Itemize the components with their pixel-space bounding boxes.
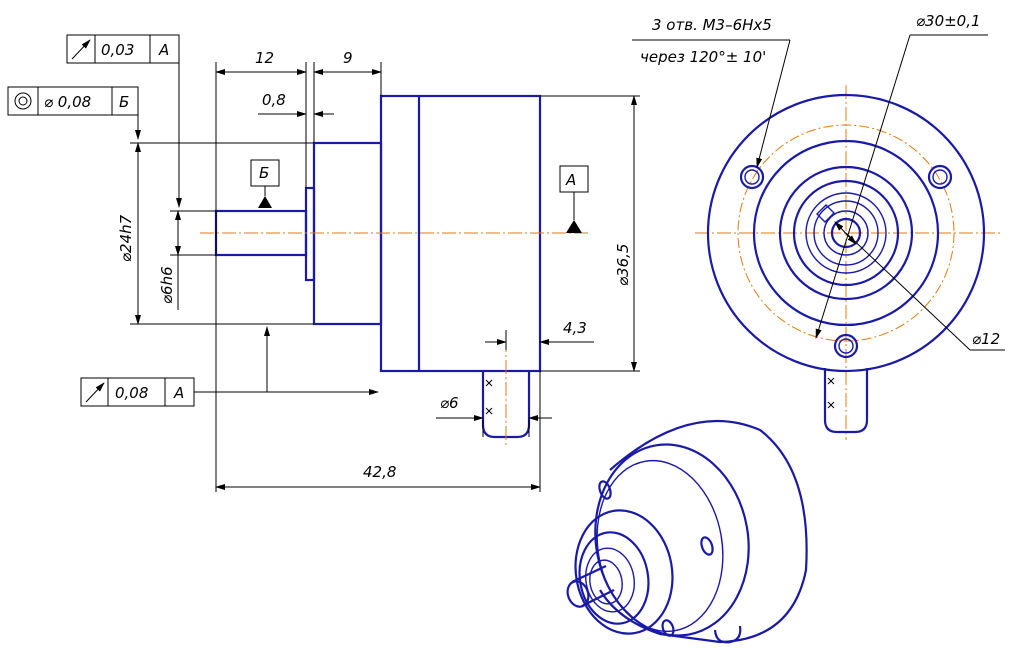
outer-circle	[706, 93, 986, 373]
datum-a: А	[559, 165, 589, 233]
tolerance-frame-runout-bottom: 0,08 А	[80, 326, 379, 407]
dim-dia-36-5: ⌀36,5	[614, 244, 632, 286]
dim-dia-30: ⌀30±0,1	[916, 12, 981, 30]
iso-hole	[661, 619, 675, 637]
tolerance-value-concentricity: ⌀ 0,08	[44, 93, 91, 111]
mount-hole	[833, 333, 859, 359]
dim-dia-12: ⌀12	[972, 330, 1000, 348]
shaft-end	[830, 217, 862, 249]
concentricity-icon	[14, 92, 32, 110]
hub	[312, 141, 383, 326]
dim-9: 9	[343, 49, 353, 67]
mount-hole	[739, 164, 765, 190]
dim-0-8: 0,8	[262, 91, 286, 109]
dim-4-3: 4,3	[563, 319, 587, 337]
datum-b-label: Б	[259, 164, 269, 182]
datum-a-label: А	[565, 171, 576, 189]
tolerance-datum-top: А	[158, 41, 169, 59]
datum-b: Б	[250, 159, 280, 208]
tolerance-value-top: 0,03	[101, 41, 134, 59]
dim-dia-6h6: ⌀6h6	[158, 266, 176, 304]
dim-dia-24h7: ⌀24h7	[117, 214, 135, 262]
holes-note-2: через 120°± 10'	[640, 48, 766, 66]
front-connector	[823, 368, 869, 434]
runout-icon	[85, 382, 105, 403]
shaft-shoulder	[304, 186, 316, 282]
tolerance-frame-runout-top: 0,03 А	[66, 34, 182, 208]
front-view: 3 отв. М3–6Нх5 через 120°± 10' ⌀30±0,1 ⌀…	[632, 12, 1005, 440]
runout-icon	[71, 39, 91, 60]
iso-body	[599, 419, 808, 644]
holes-note-1: 3 отв. М3–6Нх5	[652, 16, 772, 34]
iso-hole	[700, 536, 714, 556]
tolerance-value-bottom: 0,08	[115, 384, 148, 402]
iso-hole	[598, 480, 612, 500]
mount-hole	[927, 164, 953, 190]
tolerance-datum-concentricity: Б	[119, 93, 129, 111]
isometric-view	[566, 419, 808, 644]
dim-dia-6: ⌀6	[440, 394, 459, 412]
dim-12: 12	[255, 49, 274, 67]
iso-connector	[713, 625, 742, 644]
dim-42-8: 42,8	[363, 463, 396, 481]
side-view: 12 9 0,8 ⌀24h7 ⌀6h6 ⌀36,5 4,3 ⌀6 42,8	[7, 34, 640, 492]
tolerance-datum-bottom: А	[173, 384, 184, 402]
tolerance-frame-concentricity: ⌀ 0,08 Б	[7, 86, 141, 140]
bolt-circle	[737, 124, 955, 342]
